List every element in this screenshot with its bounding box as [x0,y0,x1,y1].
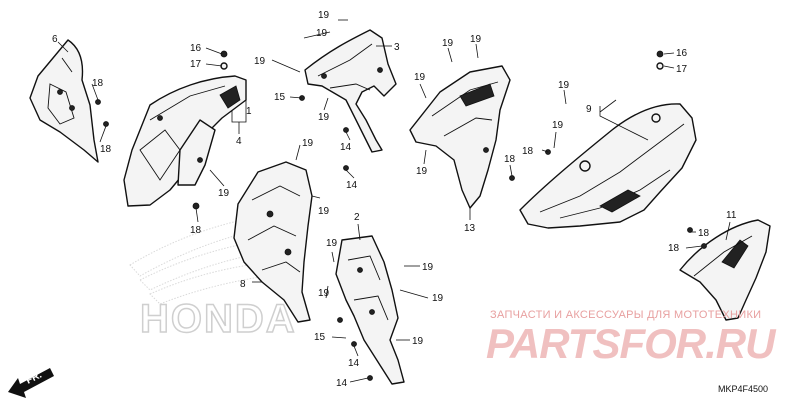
honda-brand-watermark: HONDA [140,297,297,341]
callout-3: 3 [394,42,400,53]
callout-19: 19 [318,10,330,21]
callout-19: 19 [302,138,314,149]
callout-17: 17 [676,64,688,75]
callout-18: 18 [190,225,202,236]
part-3-center-bracket [304,29,397,153]
callout-4: 4 [236,136,242,147]
callout-19: 19 [416,166,428,177]
callout-1: 1 [246,106,252,117]
callout-15: 15 [314,332,326,343]
callout-19: 19 [470,34,482,45]
callout-2: 2 [354,212,360,223]
callout-17: 17 [190,59,202,70]
front-direction-arrow: FR. [8,368,54,398]
part-6-left-panel [29,39,99,163]
callout-11: 11 [726,210,737,221]
part-9-upper-cowl [519,103,697,229]
callout-14: 14 [336,378,348,389]
callout-19: 19 [412,336,424,347]
callout-19: 19 [422,262,434,273]
callout-14: 14 [346,180,358,191]
callout-19: 19 [414,72,426,83]
callout-16: 16 [676,48,688,59]
part-11-side-panel [679,219,771,321]
callout-14: 14 [340,142,352,153]
callout-18: 18 [504,154,516,165]
callout-18: 18 [100,144,112,155]
callout-18: 18 [522,146,534,157]
callout-6: 6 [52,34,58,45]
callout-19: 19 [442,38,454,49]
callout-14: 14 [348,358,360,369]
part-2-lower-bracket [335,235,405,385]
part-8-lower-cover [233,161,313,323]
callout-19: 19 [318,206,330,217]
callout-18: 18 [698,228,710,239]
callout-16: 16 [190,43,202,54]
site-logo: PARTSFOR.RU [486,320,777,367]
diagram-code: MKP4F4500 [718,384,768,394]
callout-19: 19 [558,80,570,91]
callout-labels: 6 18 18 16 17 1 4 19 18 19 19 3 19 15 19… [52,10,737,389]
part-4-left-inner-cover [123,75,247,207]
callout-19: 19 [218,188,230,199]
callout-19: 19 [318,112,330,123]
callout-18: 18 [668,243,680,254]
callout-19: 19 [254,56,266,67]
callout-19: 19 [316,28,328,39]
honda-wing-watermark [129,211,301,305]
callout-13: 13 [464,223,476,234]
callout-18: 18 [92,78,104,89]
front-label: FR. [24,369,44,386]
callout-19: 19 [432,293,444,304]
leader-lines [57,19,731,383]
part-13-inner-duct [409,65,511,209]
callout-19: 19 [552,120,564,131]
callout-8: 8 [240,279,246,290]
callout-15: 15 [274,92,286,103]
site-caption: ЗАПЧАСТИ И АКСЕССУАРЫ ДЛЯ МОТОТЕХНИКИ [490,309,761,321]
callout-9: 9 [586,104,592,115]
callout-19: 19 [318,288,330,299]
callout-19: 19 [326,238,338,249]
